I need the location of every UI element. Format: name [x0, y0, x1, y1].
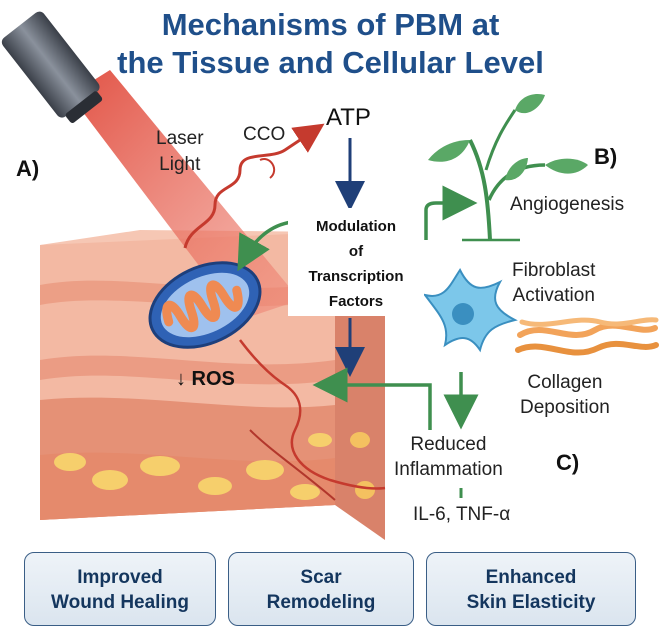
panel-label-c: C): [556, 450, 580, 475]
fat-cell: [198, 477, 232, 495]
outcome-line-2: Skin Elasticity: [466, 592, 596, 613]
laser-device-icon: [1, 11, 103, 123]
fat-cell: [92, 470, 128, 490]
laser-light-label: Laser Light: [156, 126, 204, 178]
collagen-icon: [515, 317, 659, 356]
diagram-title: Mechanisms of PBM at the Tissue and Cell…: [0, 6, 661, 82]
fat-cell: [140, 456, 180, 476]
cytokines-label: IL-6, TNF-α: [413, 504, 511, 525]
ros-label: ↓ ROS: [176, 368, 235, 390]
outcome-scar-remodeling: Scar Remodeling: [228, 552, 414, 626]
laser-label-line-2: Light: [159, 154, 201, 175]
feedback-arrow: [237, 220, 293, 272]
fibroblast-line-1: Fibroblast: [512, 260, 596, 281]
inflammation-line-1: Reduced: [410, 434, 487, 455]
inflammation-arrow: [312, 367, 432, 430]
fibroblast-activation-label: Fibroblast Activation: [512, 258, 595, 308]
reduced-inflammation-label: Reduced Inflammation: [394, 432, 503, 482]
fat-cell: [54, 453, 86, 471]
atp-label: ATP: [326, 104, 371, 131]
signal-wave: [183, 123, 325, 249]
modulation-line-3: Transcription: [308, 268, 404, 285]
panel-label-b: B): [594, 144, 618, 169]
collagen-deposition-label: Collagen Deposition: [520, 370, 610, 420]
modulation-line-4: Factors: [328, 293, 384, 310]
laser-label-line-1: Laser: [156, 128, 204, 149]
outcome-line-2: Wound Healing: [51, 592, 189, 613]
fat-cell: [246, 460, 284, 480]
outcome-line-1: Improved: [77, 567, 163, 588]
title-line-2: the Tissue and Cellular Level: [117, 45, 544, 80]
title-line-1: Mechanisms of PBM at: [161, 7, 500, 42]
modulation-line-1: Modulation: [316, 218, 396, 235]
fat-cell: [290, 484, 320, 500]
inflammation-line-2: Inflammation: [394, 459, 503, 480]
modulation-box: Modulation of Transcription Factors: [288, 208, 424, 316]
angiogenesis-arrow: [424, 185, 478, 240]
plant-icon: [428, 93, 588, 242]
fibroblast-line-2: Activation: [512, 285, 595, 306]
outcome-skin-elasticity: Enhanced Skin Elasticity: [426, 552, 636, 626]
fat-cell: [355, 481, 375, 499]
angiogenesis-label: Angiogenesis: [510, 194, 625, 215]
collagen-line-2: Deposition: [520, 397, 610, 418]
blood-vessel: [239, 339, 386, 490]
cco-label: CCO: [243, 124, 286, 145]
mitochondrion-icon: [148, 261, 262, 349]
fibroblast-icon: [422, 268, 518, 353]
fat-cell: [308, 433, 332, 447]
panel-label-a: A): [16, 156, 40, 181]
outcome-line-1: Enhanced: [485, 567, 577, 588]
outcome-line-1: Scar: [300, 567, 342, 588]
collagen-line-1: Collagen: [527, 372, 603, 393]
modulation-line-2: of: [348, 243, 364, 260]
outcome-wound-healing: Improved Wound Healing: [24, 552, 216, 626]
outcome-line-2: Remodeling: [266, 592, 376, 613]
fat-cell: [350, 432, 370, 448]
